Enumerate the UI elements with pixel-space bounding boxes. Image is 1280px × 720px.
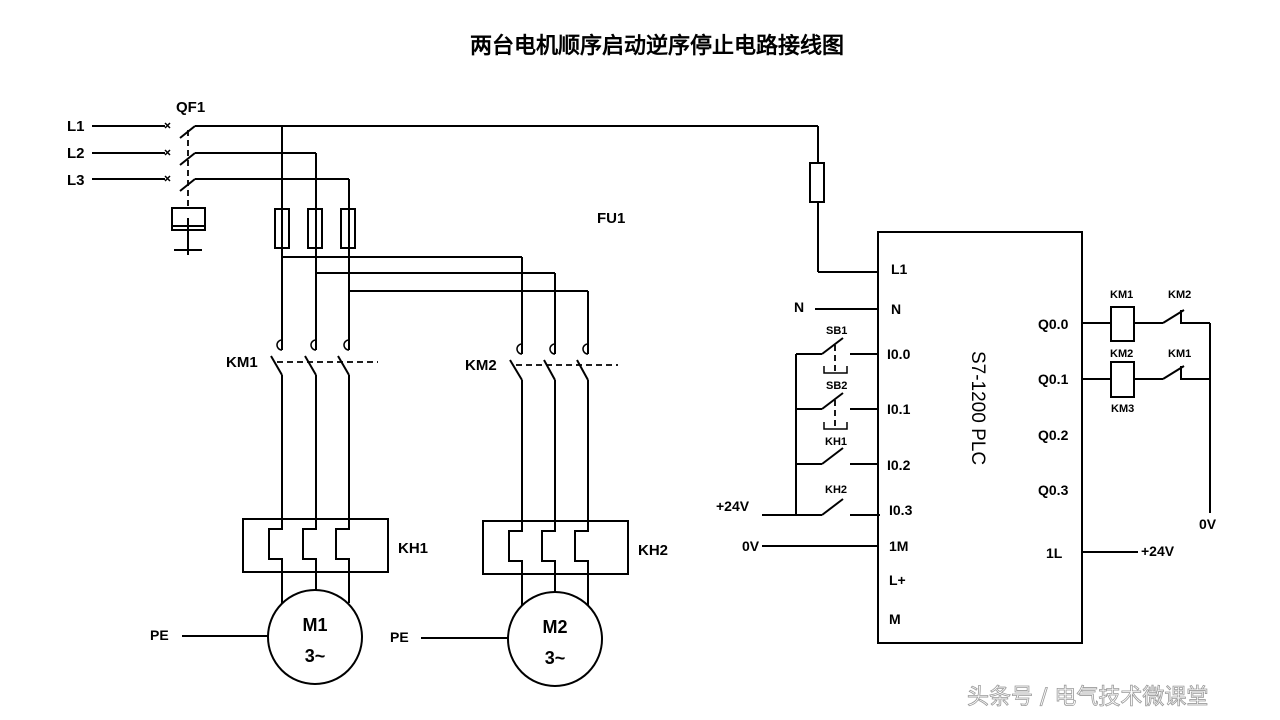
contactor-km2-label: KM2 [465,357,497,374]
plc-supply-fuse [809,126,878,273]
output-coil-km1 [1110,306,1135,342]
motor-m1-pe-label: PE [150,627,169,643]
plc-s7-1200: S7-1200 PLC L1 N I0.0 I0.1 I0.2 I0.3 1M … [877,231,1083,644]
plc-terminal-q0-1: Q0.1 [1038,371,1069,387]
input-kh2-label: KH2 [825,484,847,496]
input-24v-label: +24V [716,498,750,514]
line-label-l3: L3 [67,172,85,189]
line-label-l1: L1 [67,118,85,135]
overload-kh2: KH2 [482,520,668,606]
n-supply-label: N [794,299,804,315]
diagram-title: 两台电机顺序启动逆序停止电路接线图 [470,33,844,59]
motor-m1-name: M1 [302,615,327,635]
output-coil-km2 [1110,361,1135,398]
plc-body [877,231,1083,644]
plc-output-circuit: KM1 KM2 KM2 KM3 KM1 0V +24V [1082,289,1217,559]
output-coil-km3-label: KM3 [1111,403,1134,415]
plc-terminal-i0-3: I0.3 [889,502,913,518]
power-lines: L1 L2 L3 [67,118,165,189]
breaker-x-marks [164,122,171,182]
motor-m2-phase: 3~ [545,648,566,668]
contactor-km1: KM1 [226,339,378,520]
input-sb2-label: SB2 [826,380,847,392]
fuse-label: FU1 [597,210,625,227]
plc-terminal-i0-1: I0.1 [887,401,911,417]
motor-m2-name: M2 [542,617,567,637]
line-label-l2: L2 [67,145,85,162]
branch-wires [281,248,589,354]
contactor-km2: KM2 [465,343,618,522]
plc-model-label: S7-1200 PLC [967,351,988,465]
motor-m1: M1 3~ PE [150,589,363,685]
output-coil-km1-label: KM1 [1110,289,1133,301]
contactor-km1-label: KM1 [226,354,258,371]
output-24v-label: +24V [1141,543,1175,559]
overload-kh2-label: KH2 [638,542,668,559]
plc-terminal-q0-2: Q0.2 [1038,427,1069,443]
plc-terminal-l-plus: L+ [889,572,906,588]
plc-terminal-i0-2: I0.2 [887,457,911,473]
overload-kh1-label: KH1 [398,540,428,557]
watermark: 头条号 / 电气技术微课堂 [967,685,1208,710]
fuse-fu1: FU1 [274,200,625,249]
motor-m1-circle [267,589,363,685]
plc-terminal-1m: 1M [889,538,908,554]
motor-m2: M2 3~ PE [390,591,603,687]
input-kh1-label: KH1 [825,436,847,448]
breaker-blade-2 [179,152,196,166]
plc-terminal-n: N [891,301,901,317]
input-0v-label: 0V [742,538,760,554]
output-interlock-km2-label: KM2 [1168,289,1191,301]
motor-m2-pe-label: PE [390,629,409,645]
plc-terminal-i0-0: I0.0 [887,346,911,362]
plc-terminal-1l: 1L [1046,545,1063,561]
output-interlock-km1-label: KM1 [1168,348,1191,360]
plc-terminal-q0-3: Q0.3 [1038,482,1069,498]
breaker-label: QF1 [176,99,205,116]
plc-terminal-q0-0: Q0.0 [1038,316,1069,332]
input-sb1-label: SB1 [826,325,847,337]
main-bus [195,125,818,210]
plc-terminal-m: M [889,611,901,627]
plc-terminal-l1: L1 [891,261,908,277]
motor-m1-phase: 3~ [305,646,326,666]
breaker-qf1: QF1 [164,99,206,255]
output-coil-km2-label: KM2 [1110,348,1133,360]
motor-m2-circle [507,591,603,687]
output-0v-label: 0V [1199,516,1217,532]
plc-input-circuit: SB1 SB2 KH1 KH2 +24V 0V [716,325,880,554]
overload-kh1: KH1 [242,518,428,603]
